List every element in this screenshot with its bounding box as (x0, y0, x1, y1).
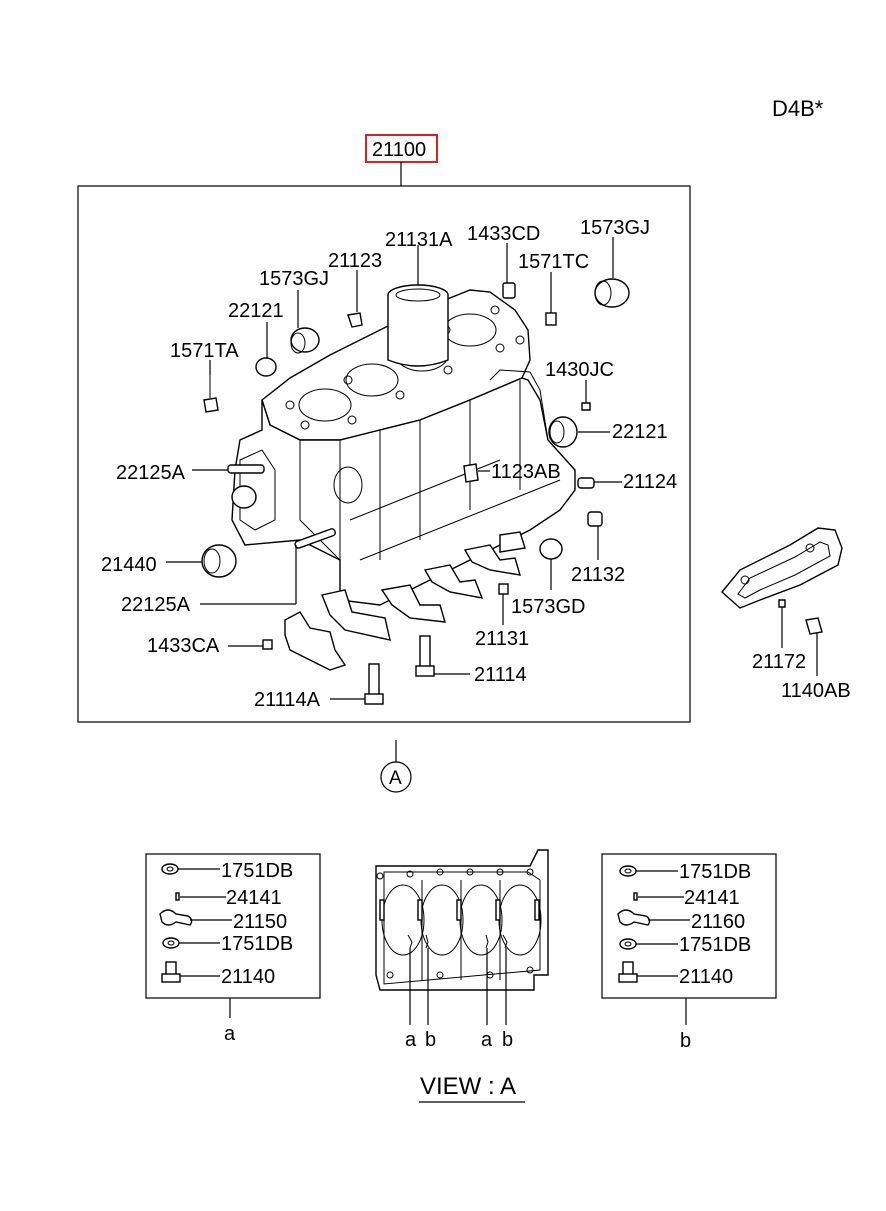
label-1140AB: 1140AB (781, 680, 851, 702)
label-22125A-lower: 22125A (121, 594, 191, 616)
label-21172: 21172 (752, 651, 806, 673)
detail-box-b: 1751DB 24141 21160 1751DB 21140 (601, 853, 777, 999)
detail-b-item-5: 21140 (679, 966, 733, 988)
label-1573GJ-top: 1573GJ (580, 217, 650, 239)
label-21131: 21131 (475, 628, 529, 650)
assembly-frame (77, 185, 691, 723)
side-cover-drawing: 21172 1140AB (721, 527, 851, 702)
detail-b-item-2: 24141 (684, 887, 740, 909)
label-1573GJ-left: 1573GJ (259, 268, 329, 290)
assembly-number-box[interactable]: 21100 (365, 134, 438, 163)
label-1433CD: 1433CD (467, 223, 540, 245)
label-22125A-upper: 22125A (116, 462, 186, 484)
label-21440: 21440 (101, 554, 157, 576)
view-a-drawing: a b a b (375, 849, 549, 1051)
detail-b-item-1: 1751DB (679, 861, 751, 883)
engine-code: D4B* (772, 96, 824, 121)
detail-box-a: 1751DB 24141 21150 1751DB 21140 (145, 853, 321, 999)
detail-b-item-3: 21160 (691, 911, 745, 933)
label-1571TA: 1571TA (170, 340, 239, 362)
label-21132: 21132 (571, 564, 625, 586)
label-21123: 21123 (328, 250, 382, 272)
cylinder-block-drawing (231, 284, 576, 671)
label-21131A: 21131A (385, 229, 453, 251)
detail-a-item-5: 21140 (221, 966, 275, 988)
view-a-callout-letter: A (389, 768, 402, 789)
part-labels: 21131A 1433CD 1573GJ 21123 1571TC 1573GJ… (101, 217, 677, 711)
leader-lines (166, 237, 818, 700)
detail-a-item-2: 24141 (226, 887, 282, 909)
detail-a-item-1: 1751DB (221, 860, 293, 882)
detail-b-item-4: 1751DB (679, 934, 751, 956)
label-22121-left: 22121 (228, 300, 284, 322)
label-1430JC: 1430JC (545, 359, 614, 381)
view-marker-4: b (502, 1029, 513, 1051)
detail-a-item-4: 1751DB (221, 933, 293, 955)
view-marker-3: a (481, 1029, 493, 1051)
label-21124: 21124 (623, 471, 677, 493)
view-title: VIEW : A (420, 1073, 516, 1100)
view-marker-2: b (425, 1029, 436, 1051)
detail-a-caption: a (224, 1023, 236, 1045)
view-a-callout[interactable]: A (380, 761, 412, 793)
label-1123AB: 1123AB (491, 461, 561, 483)
label-1571TC: 1571TC (518, 251, 589, 273)
assembly-number: 21100 (372, 139, 426, 161)
label-22121-right: 22121 (612, 421, 668, 443)
view-marker-1: a (405, 1029, 417, 1051)
detail-b-caption: b (680, 1030, 691, 1052)
small-parts (201, 278, 630, 705)
label-21114A: 21114A (254, 689, 321, 711)
label-21114: 21114 (474, 664, 527, 686)
label-1433CA: 1433CA (147, 635, 220, 657)
label-1573GD: 1573GD (511, 596, 586, 618)
detail-a-item-3: 21150 (233, 911, 287, 933)
